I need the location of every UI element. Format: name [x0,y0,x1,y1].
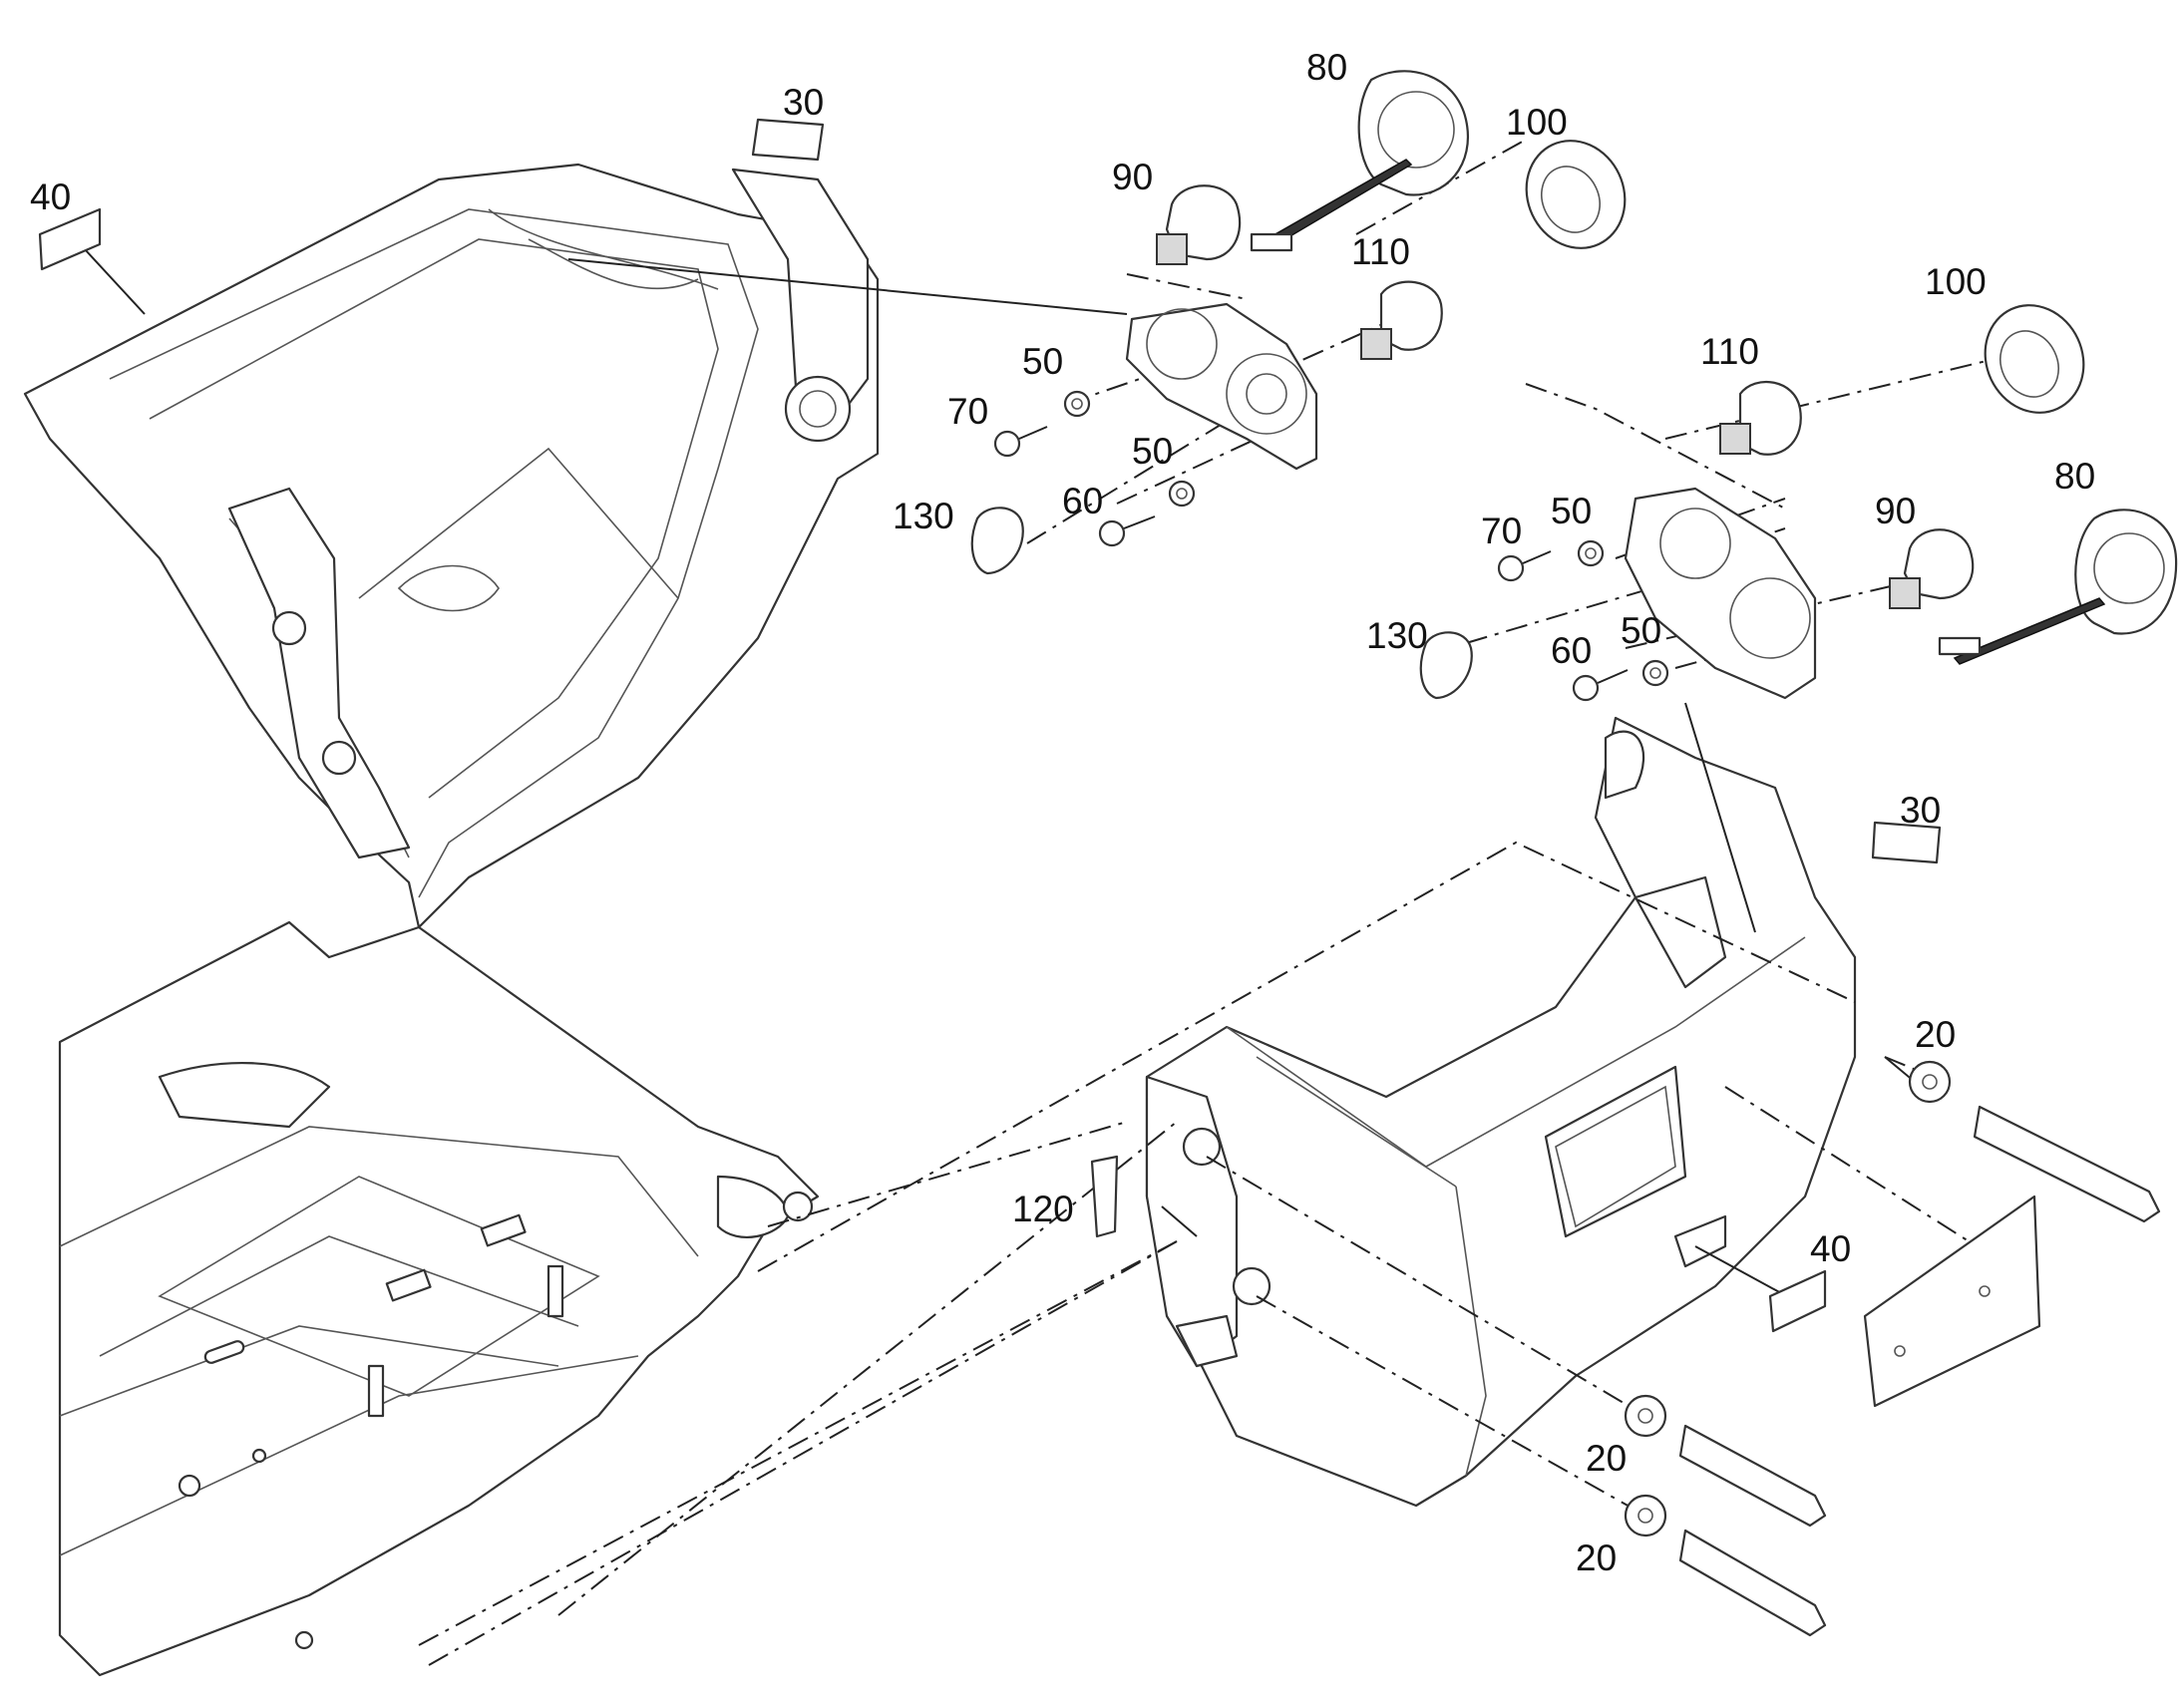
part-labels: 30 40 80 90 100 110 50 70 50 130 60 100 … [30,47,2095,1578]
label-40-right: 40 [1810,1228,1851,1269]
label-100-top: 100 [1506,102,1568,143]
label-130-right: 130 [1366,615,1428,656]
label-70-left: 70 [947,391,988,432]
label-50-left-b: 50 [1132,431,1173,472]
label-30-top: 30 [783,82,824,123]
label-30-right: 30 [1900,790,1941,831]
label-120: 120 [1012,1189,1074,1229]
assembly-lines [418,139,1996,1666]
label-110-right: 110 [1700,331,1759,372]
label-50-right-a: 50 [1551,491,1592,531]
label-60-right: 60 [1551,630,1592,671]
bracket-120 [1090,1155,1119,1238]
lower-right-housing [1145,716,1857,1508]
right-lamp-assembly [1419,304,2178,702]
label-90-left: 90 [1112,157,1153,197]
label-50-left-a: 50 [1022,341,1063,382]
label-80-left: 80 [1306,47,1347,88]
label-40-left: 40 [30,176,71,217]
label-110-left: 110 [1351,231,1410,272]
bolts [1624,1060,2161,1637]
label-60-left: 60 [1062,481,1103,521]
label-90-right: 90 [1875,491,1916,531]
label-80-right: 80 [2054,456,2095,497]
label-20-bottom: 20 [1576,1537,1617,1578]
label-50-right-b: 50 [1621,610,1661,651]
upper-left-housing [23,163,880,929]
label-130-left: 130 [893,496,954,536]
label-20-top: 20 [1915,1014,1956,1055]
label-70-right: 70 [1481,511,1522,551]
plates [38,118,1942,1333]
label-100-right: 100 [1925,261,1987,302]
chassis-frame [58,920,820,1677]
flap-panel [1863,1195,2041,1408]
label-20-middle: 20 [1586,1438,1627,1479]
left-lamp-assembly [970,70,1627,575]
